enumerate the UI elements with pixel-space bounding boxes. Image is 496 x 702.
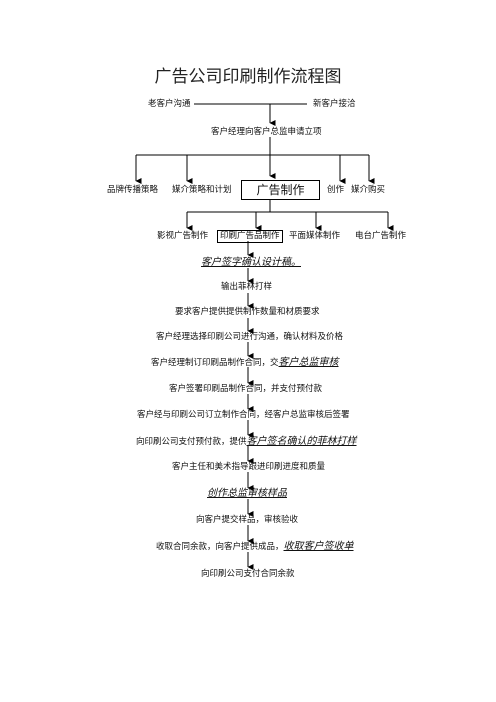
step-client-sign-contract: 客户签署印刷品制作合同，并支付预付款 — [169, 384, 323, 394]
step-draft-contract: 客户经理制订印刷品制作合同，交客户总监审核 — [151, 357, 339, 369]
step-request-quantity-material: 要求客户提供提供制作数量和材质要求 — [175, 307, 320, 317]
step-collect-receipt: 收取客户签收单 — [283, 541, 354, 552]
step-select-printer: 客户经理选择印刷公司进行沟通，确认材料及价格 — [156, 332, 344, 342]
step-signed-film-proof: 客户签名确认的菲林打样 — [246, 436, 357, 447]
sub-video-ad: 影视广告制作 — [157, 231, 209, 241]
step-client-sign-design: 客户签字确认设计稿。 — [201, 257, 301, 268]
branch-media-buying: 媒介购买 — [351, 185, 386, 195]
step-submit-sample: 向客户提交样品，审核验收 — [196, 515, 299, 525]
step-follow-progress: 客户主任和美术指导跟进印刷进度和质量 — [172, 462, 326, 472]
new-client-contact: 新客户接洽 — [313, 99, 356, 109]
step-prepayment-text: 向印刷公司支付预付款，提供 — [136, 437, 247, 447]
step-collect-balance-text: 收取合同余款，向客户提供成品， — [156, 542, 284, 552]
sub-flat-media: 平面媒体制作 — [289, 231, 341, 241]
branch-ad-production-box: 广告制作 — [241, 180, 320, 200]
step-creative-director-review: 创作总监审核样品 — [207, 488, 287, 499]
branch-creative: 创作 — [327, 185, 345, 195]
step-director-review: 客户总监审核 — [278, 357, 339, 368]
step-draft-contract-text: 客户经理制订印刷品制作合同，交 — [151, 358, 279, 368]
step-apply-project: 客户经理向客户总监申请立项 — [211, 127, 322, 137]
step-prepayment: 向印刷公司支付预付款，提供客户签名确认的菲林打样 — [136, 436, 357, 448]
step-film-proof: 输出菲林打样 — [221, 282, 273, 292]
sub-radio-ad: 电台广告制作 — [355, 231, 407, 241]
old-client-communication: 老客户沟通 — [148, 99, 191, 109]
step-pay-printer-balance: 向印刷公司支付合同余款 — [201, 569, 295, 579]
branch-brand-strategy: 品牌传播策略 — [107, 185, 159, 195]
step-collect-balance: 收取合同余款，向客户提供成品，收取客户签收单 — [156, 541, 354, 553]
sub-print-ad: 印刷广告品制作 — [217, 230, 283, 243]
branch-media-plan: 媒介策略和计划 — [172, 185, 232, 195]
step-printer-contract: 客户经与印刷公司订立制作合同，经客户总监审核后签署 — [137, 410, 350, 420]
page-title: 广告公司印刷制作流程图 — [154, 67, 342, 87]
